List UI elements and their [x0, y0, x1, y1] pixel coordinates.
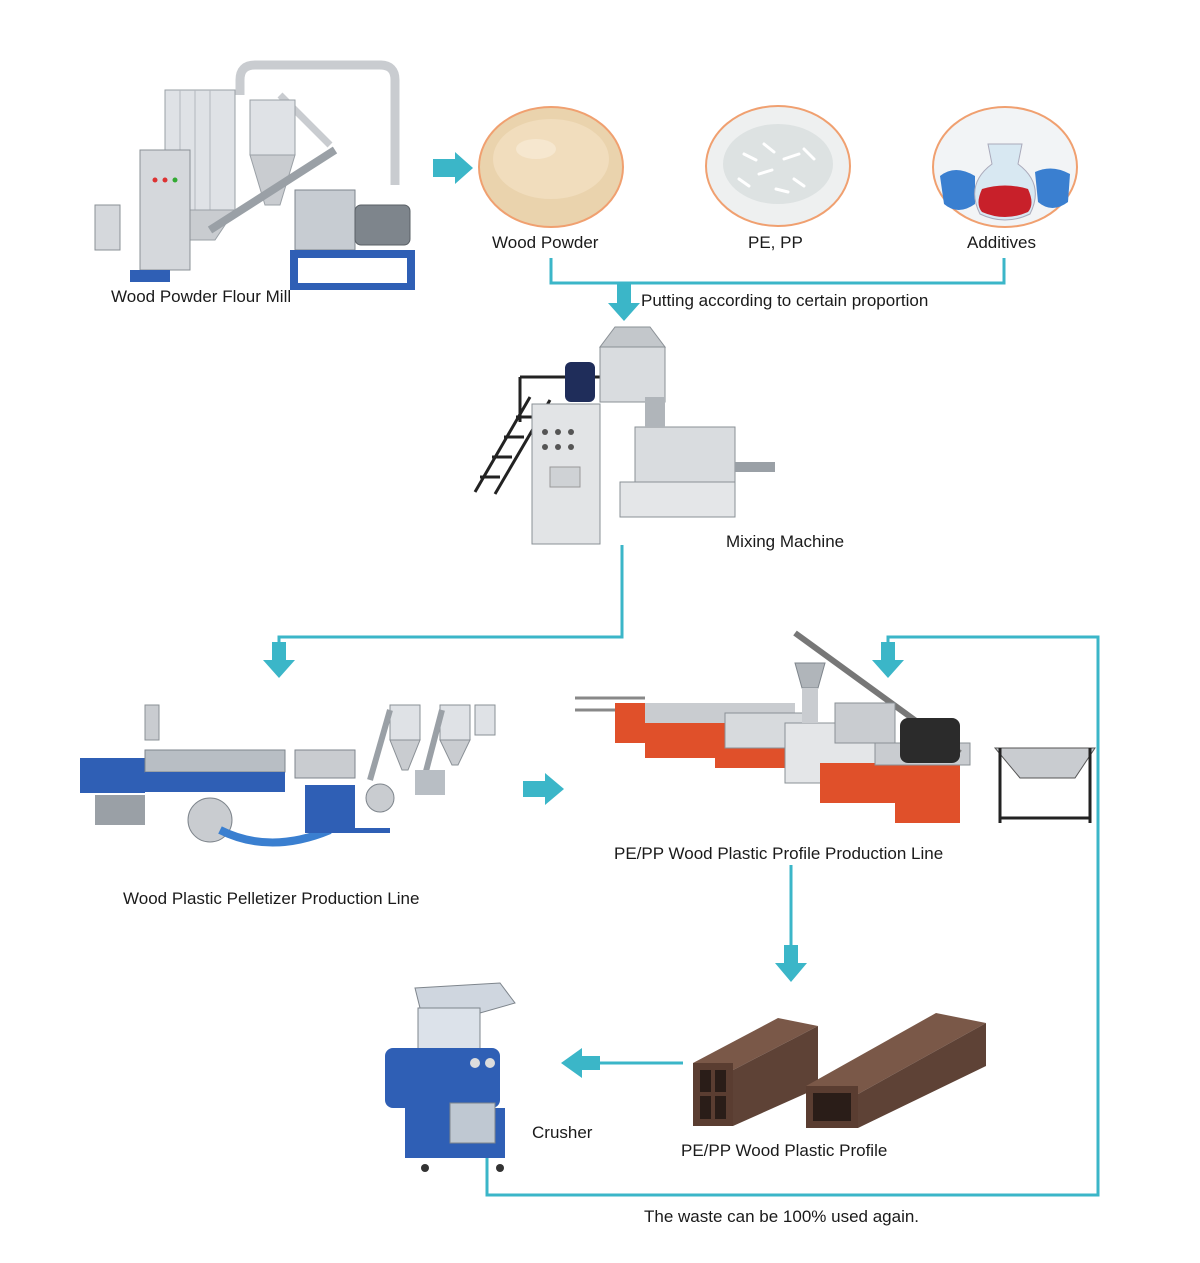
wpc-profiles-icon — [693, 1013, 986, 1128]
arrow-left-crusher — [561, 1048, 600, 1078]
label-pelletizer-line: Wood Plastic Pelletizer Production Line — [123, 889, 420, 908]
label-additives: Additives — [967, 233, 1036, 252]
materials-bracket — [549, 258, 1006, 285]
arrow-down-profile — [775, 945, 807, 982]
label-profile: PE/PP Wood Plastic Profile — [681, 1141, 888, 1160]
label-crusher: Crusher — [532, 1123, 593, 1142]
label-mixing-machine: Mixing Machine — [726, 532, 845, 551]
recycle-loop-line — [485, 635, 1100, 1197]
crusher-icon — [385, 982, 516, 1172]
additives-flasks-icon — [932, 106, 1078, 228]
arrow-down-pelletizer — [263, 642, 295, 678]
flour-mill-icon — [94, 60, 415, 290]
label-flour-mill: Wood Powder Flour Mill — [111, 287, 292, 306]
label-pe-pp: PE, PP — [748, 233, 803, 252]
arrow-down-recycle — [872, 642, 904, 678]
profile-line-icon — [575, 630, 1096, 823]
mixing-machine-icon — [473, 326, 775, 545]
arrow-right-pelletizer — [523, 773, 564, 805]
pelletizer-line-icon — [80, 704, 496, 847]
label-waste-reuse: The waste can be 100% used again. — [644, 1207, 920, 1226]
label-wood-powder: Wood Powder — [492, 233, 599, 252]
arrow-right-mill — [433, 152, 473, 184]
pe-pp-granules-icon — [705, 105, 851, 227]
wood-powder-icon — [478, 106, 624, 228]
label-profile-line: PE/PP Wood Plastic Profile Production Li… — [614, 844, 944, 863]
label-proportion: Putting according to certain proportion — [641, 291, 929, 310]
arrow-down-mixer — [608, 283, 640, 321]
